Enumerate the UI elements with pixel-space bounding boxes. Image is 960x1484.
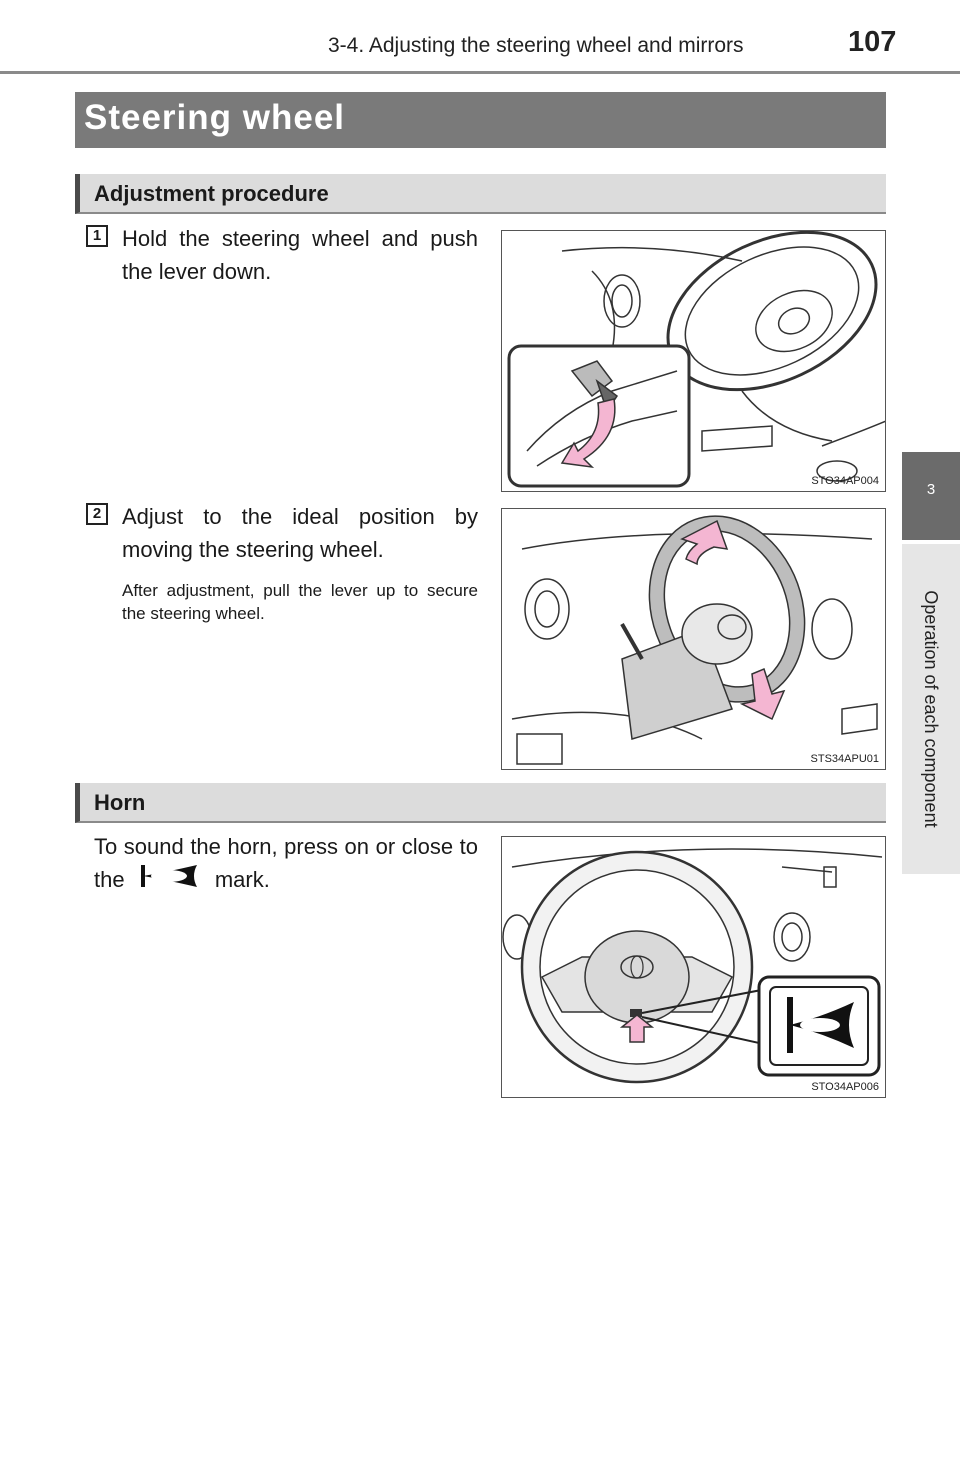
step-1-text: Hold the steering wheel and push the lev… [122,226,478,284]
chapter-tab: Operation of each component [902,544,960,874]
horn-icon [139,863,201,889]
page-number: 107 [848,26,897,58]
figure-code: STS34APU01 [810,753,879,765]
subsection-heading-horn: Horn [75,783,886,823]
running-header: 3-4. Adjusting the steering wheel and mi… [328,34,744,57]
step-2-note: After adjustment, pull the lever up to s… [122,581,478,623]
step-number-1: 1 [86,225,108,247]
horn-text: To sound the horn, press on or close to … [94,830,478,896]
chapter-tab-title: Operation of each component [921,590,941,828]
subsection-title: Adjustment procedure [94,181,329,206]
header-rule [0,71,960,74]
steering-lever-illustration [507,231,885,488]
section-title: Steering wheel [84,98,346,137]
horn-text-after: mark. [214,867,270,892]
figure-code: STO34AP006 [811,1081,879,1093]
step-2-text: Adjust to the ideal position by moving t… [122,504,478,562]
chapter-tab-number: 3 [902,452,960,540]
subsection-title: Horn [94,790,146,815]
figure-horn: STO34AP006 [501,836,886,1098]
step-number-2: 2 [86,503,108,525]
figure-lever-down: STO34AP004 [501,230,886,492]
figure-code: STO34AP004 [811,475,879,487]
horn-text-before: To sound the horn, press on or close to … [94,834,478,892]
figure-wheel-adjust: STS34APU01 [501,508,886,770]
subsection-heading-adjustment: Adjustment procedure [75,174,886,214]
section-title-bar: Steering wheel [75,92,886,148]
horn-illustration [502,848,883,1084]
steering-adjust-illustration [511,515,878,765]
